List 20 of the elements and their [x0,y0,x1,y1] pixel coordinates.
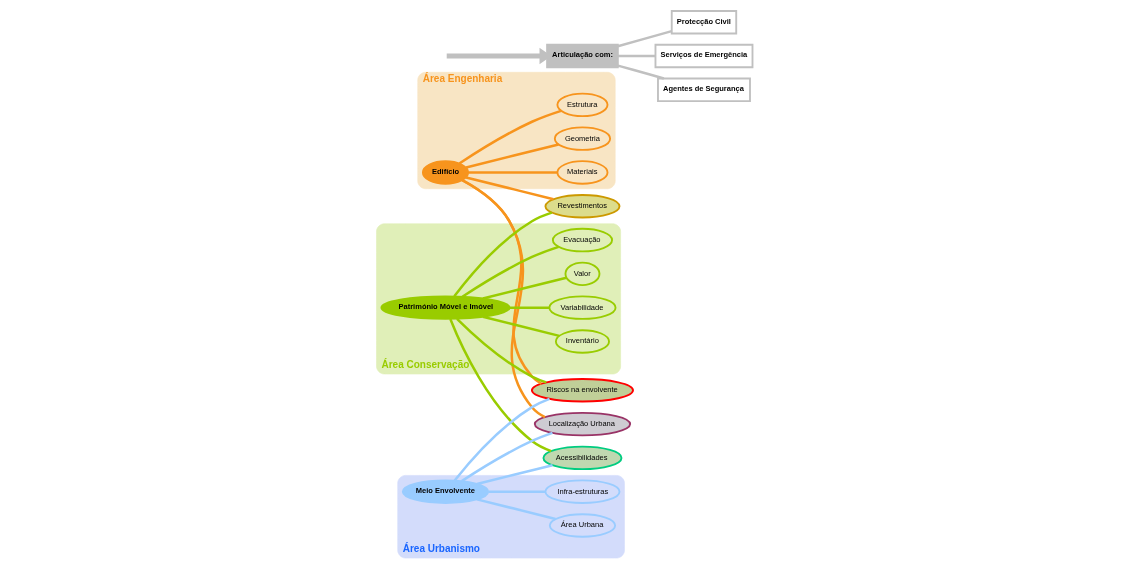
connector [461,431,553,483]
connector [465,143,559,169]
connector [482,315,560,338]
connector [449,318,552,453]
connector [461,245,559,298]
connector [476,498,556,521]
connector [617,29,673,48]
connector [488,490,546,493]
connector [476,463,553,486]
connector [482,276,567,300]
connector [509,306,550,309]
connector [617,54,656,58]
connector [453,397,550,482]
connector [617,64,665,80]
connector [468,171,558,174]
connector [456,318,547,384]
connector [461,179,546,419]
connector [453,211,553,298]
connector [458,109,562,165]
connector [465,176,554,201]
